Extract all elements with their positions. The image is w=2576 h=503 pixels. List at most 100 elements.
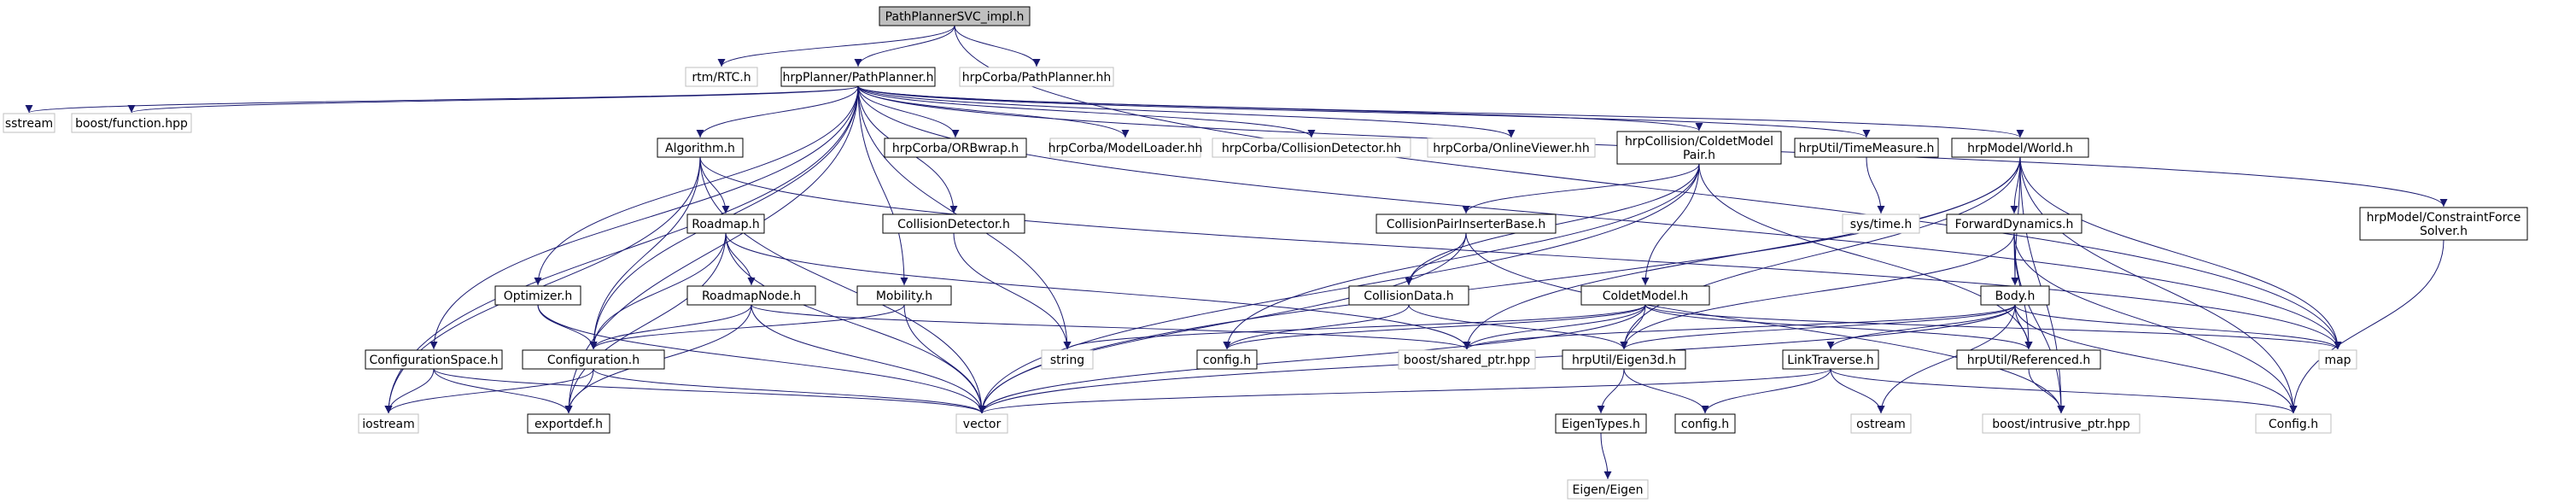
edge-coldet-to-ref [1644, 304, 2033, 350]
node-label: ConfigurationSpace.h [370, 354, 499, 367]
node-box [1946, 213, 2082, 234]
edge-world-to-map [2019, 156, 2342, 350]
node-eigen: Eigen/Eigen [1567, 479, 1649, 500]
node-label: ostream [1856, 418, 1906, 431]
edge-cfs-to-configcap [2289, 239, 2445, 414]
node-configh2[interactable]: config.h [1674, 413, 1736, 434]
node-colldata[interactable]: CollisionData.h [1348, 285, 1469, 306]
node-label: LinkTraverse.h [1787, 354, 1873, 367]
node-mob[interactable]: Mobility.h [856, 285, 952, 306]
edge-pp-to-tm [857, 85, 1871, 138]
node-label: Solver.h [2420, 225, 2468, 238]
edge-cpib-to-colldata [1405, 232, 1467, 286]
node-roadmap[interactable]: Roadmap.h [686, 213, 765, 234]
edge-coldet-to-configh1 [1223, 304, 1646, 350]
node-label: hrpUtil/Referenced.h [1967, 354, 2090, 367]
edge-optim-to-vector [537, 304, 986, 414]
edge-pp-to-orb [857, 85, 960, 138]
node-box [527, 413, 610, 434]
edge-root-to-map [954, 25, 2342, 350]
edge-config-to-vector [593, 368, 986, 414]
edge-config-to-exportdef [564, 368, 594, 414]
node-cspace[interactable]: ConfigurationSpace.h [365, 349, 503, 370]
edge-algo-to-map [699, 156, 2342, 350]
node-box [1842, 213, 1920, 234]
edge-body-to-map [2014, 304, 2342, 350]
node-box [657, 137, 744, 158]
node-root[interactable]: PathPlannerSVC_impl.h [879, 6, 1031, 26]
node-label: map [2324, 354, 2351, 367]
node-label: ForwardDynamics.h [1955, 218, 2074, 231]
edge-colldata-to-eigen3d [1408, 304, 1628, 350]
node-pp[interactable]: hrpPlanner/PathPlanner.h [780, 67, 936, 87]
node-label: config.h [1203, 354, 1251, 367]
node-configh1[interactable]: config.h [1196, 349, 1258, 370]
node-label: hrpModel/World.h [1967, 142, 2073, 155]
node-box [686, 285, 816, 306]
node-lt[interactable]: LinkTraverse.h [1782, 349, 1879, 370]
node-label: Pair.h [1683, 149, 1715, 162]
node-label: string [1050, 354, 1084, 367]
edge-root-to-rtm [717, 25, 955, 67]
node-bip: boost/intrusive_ptr.hpp [1982, 413, 2141, 434]
edge-rnode-to-vector [751, 304, 986, 414]
node-world[interactable]: hrpModel/World.h [1951, 137, 2089, 158]
edge-mob-to-vector [903, 304, 986, 414]
node-label: hrpUtil/Eigen3d.h [1572, 354, 1676, 367]
edge-coldet-to-string [1063, 304, 1646, 350]
node-cpib[interactable]: CollisionPairInserterBase.h [1376, 213, 1557, 234]
edge-algo-to-iostream [384, 156, 701, 414]
node-box [780, 67, 936, 87]
node-rnode[interactable]: RoadmapNode.h [686, 285, 816, 306]
edge-lt-to-ostream [1830, 368, 1885, 414]
node-algo[interactable]: Algorithm.h [657, 137, 744, 158]
node-coldet[interactable]: ColdetModel.h [1580, 285, 1710, 306]
node-tm[interactable]: hrpUtil/TimeMeasure.h [1794, 137, 1939, 158]
node-label: Configuration.h [547, 354, 640, 367]
node-label: Algorithm.h [665, 142, 735, 155]
edge-lt-to-configh2 [1701, 368, 1831, 414]
node-box [1196, 349, 1258, 370]
node-box [358, 413, 419, 434]
node-ref[interactable]: hrpUtil/Referenced.h [1956, 349, 2101, 370]
node-box [685, 67, 758, 87]
node-orb[interactable]: hrpCorba/ORBwrap.h [884, 137, 1027, 158]
node-box [1580, 285, 1710, 306]
node-label: CollisionPairInserterBase.h [1387, 218, 1546, 231]
edge-eigentypes-to-eigen [1600, 432, 1612, 480]
node-label: ColdetModel.h [1603, 290, 1689, 303]
edge-pp-to-mob [857, 85, 908, 286]
node-box [1616, 131, 1782, 165]
node-ov: hrpCorba/OnlineViewer.hh [1427, 137, 1596, 158]
edge-lt-to-vector [978, 368, 1831, 414]
node-body[interactable]: Body.h [1980, 285, 2050, 306]
edge-coldet-to-vector [978, 304, 1646, 414]
node-eigen3d[interactable]: hrpUtil/Eigen3d.h [1562, 349, 1686, 370]
node-ml: hrpCorba/ModelLoader.hh [1049, 137, 1203, 158]
node-label: Config.h [2269, 418, 2318, 431]
node-label: hrpUtil/TimeMeasure.h [1799, 142, 1935, 155]
node-colldet[interactable]: CollisionDetector.h [882, 213, 1025, 234]
edge-body-to-bsp [1463, 304, 2016, 350]
node-box [1956, 349, 2101, 370]
edge-roadmap-to-vector [725, 232, 986, 414]
node-label: hrpCorba/ModelLoader.hh [1049, 142, 1203, 155]
node-ostream: ostream [1850, 413, 1912, 434]
node-box [1782, 349, 1879, 370]
node-systime: sys/time.h [1842, 213, 1920, 234]
node-map: map [2318, 349, 2357, 370]
edge-pp-to-algo [696, 85, 859, 138]
edge-algo-to-vector [699, 156, 986, 414]
edge-body-to-ostream [1877, 304, 2016, 414]
node-iostream: iostream [358, 413, 419, 434]
node-box [494, 285, 581, 306]
node-fd[interactable]: ForwardDynamics.h [1946, 213, 2082, 234]
node-config[interactable]: Configuration.h [522, 349, 665, 370]
node-eigentypes[interactable]: EigenTypes.h [1555, 413, 1647, 434]
node-label: Optimizer.h [504, 290, 573, 303]
node-optim[interactable]: Optimizer.h [494, 285, 581, 306]
node-exportdef[interactable]: exportdef.h [527, 413, 610, 434]
